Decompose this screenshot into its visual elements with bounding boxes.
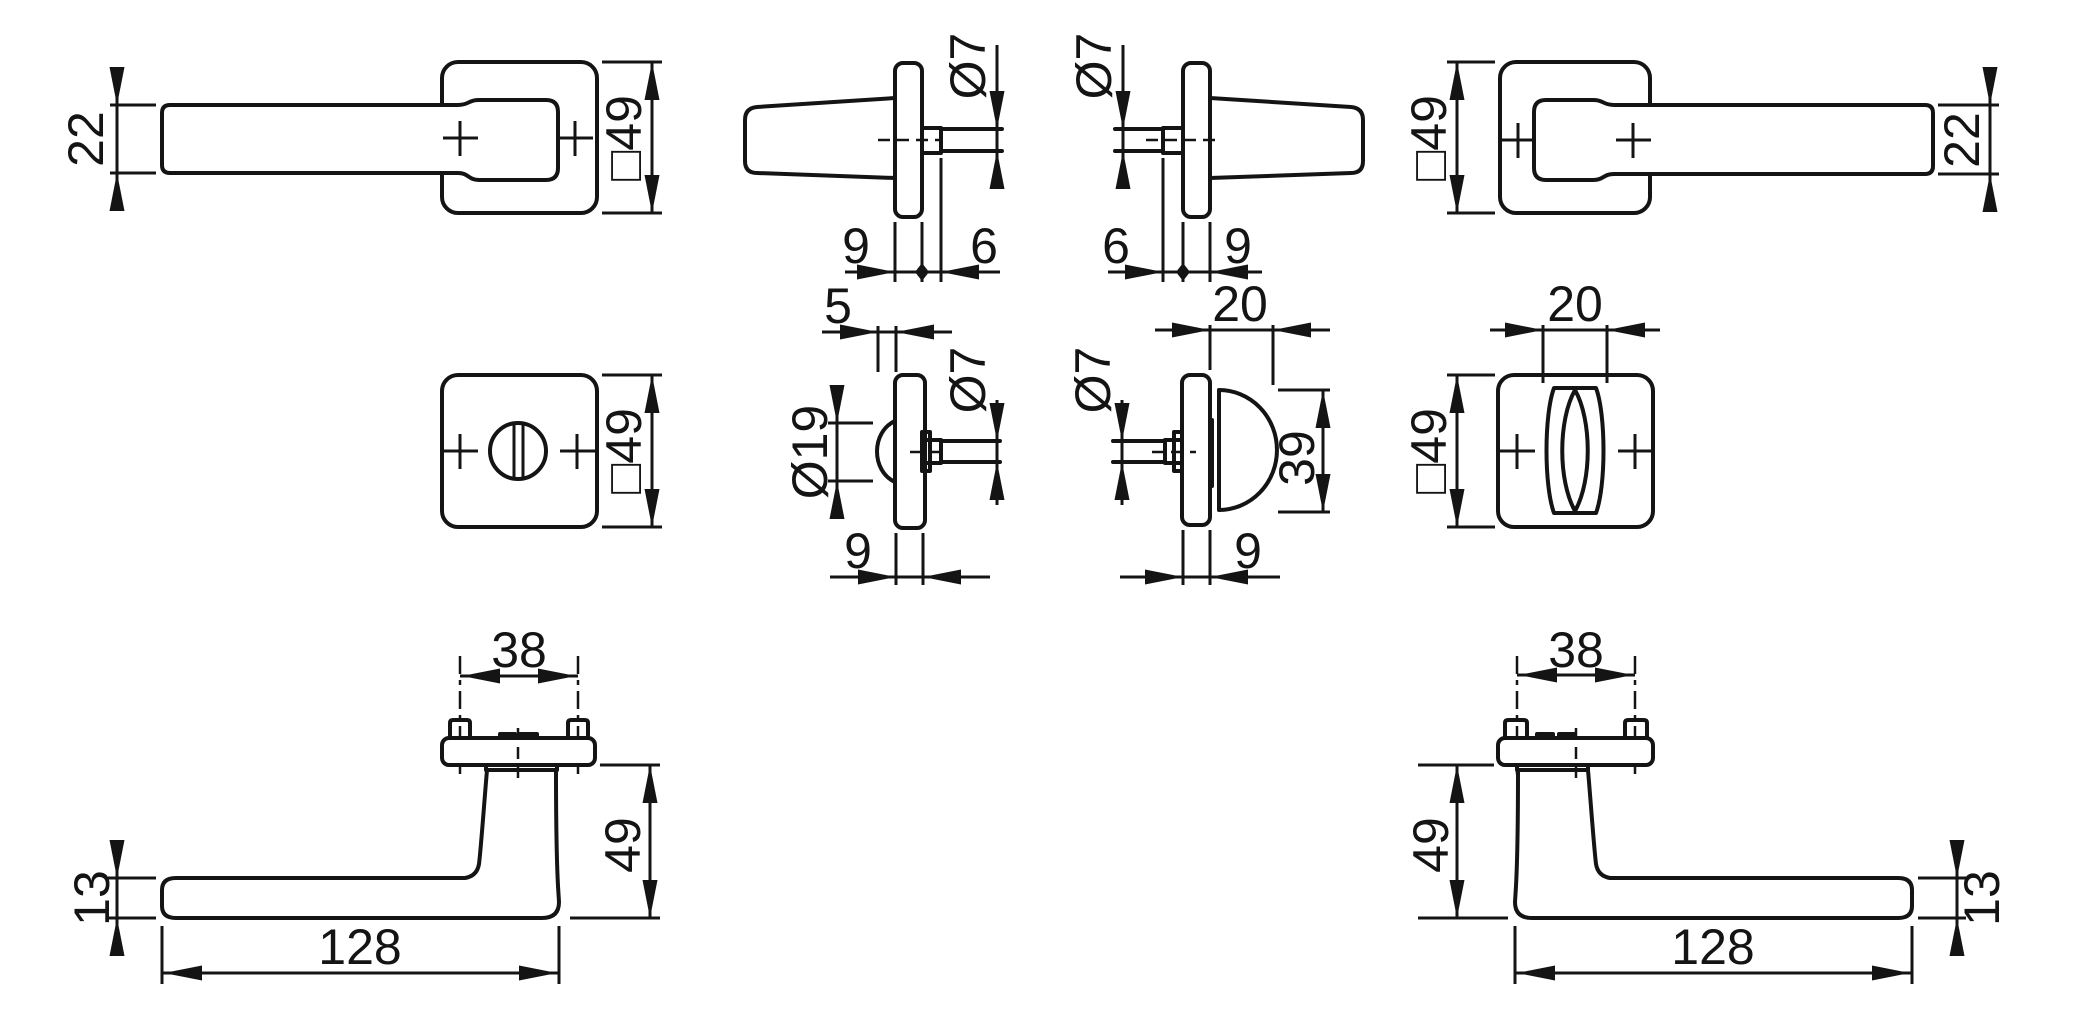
dimension-lever-height-left: 22 [58, 67, 156, 211]
dimension-rosette-size-mid-left: □49 [596, 373, 662, 529]
spindle-stub [920, 126, 943, 155]
dim-label-projection-right: 49 [1403, 817, 1459, 873]
shared-dim-tick [1176, 263, 1190, 281]
dimension-thickness-spindle-left: 9 6 [842, 158, 1000, 282]
dim-label-lever-height-left: 22 [58, 111, 114, 167]
screw-cross-marks [1500, 434, 1653, 469]
dim-label-thickness-mid-left: 9 [844, 523, 872, 579]
dimension-release-diameter: Ø19 [782, 385, 873, 519]
release-dome [875, 419, 897, 484]
dim-label-spindle-left: 6 [970, 218, 998, 274]
screw-lugs [448, 718, 590, 741]
dim-label-release-offset: 5 [824, 278, 852, 334]
dimension-knob-width: 20 [1490, 276, 1660, 383]
dimension-grip-thickness-right: 13 [1918, 840, 2010, 956]
dimension-rosette-size-mid-right: □49 [1401, 373, 1495, 529]
dim-label-release-diameter: Ø19 [782, 405, 838, 500]
screw-cross-marks [443, 434, 595, 469]
wc-rosette-side-plate [1180, 373, 1212, 527]
dim-label-knob-depth: 20 [1212, 276, 1268, 332]
dim-label-lever-height-right: 22 [1934, 112, 1990, 168]
lever-front-right [1532, 98, 1935, 182]
dimension-thickness-mid-left: 9 [830, 523, 990, 585]
shared-dim-tick [915, 263, 929, 281]
screw-pin [939, 127, 1004, 153]
screw-pin [939, 439, 1002, 464]
dim-label-knob-height: 39 [1269, 430, 1325, 486]
dimension-lever-height-right: 22 [1934, 67, 1999, 212]
dim-label-grip-thickness-left: 13 [64, 870, 120, 926]
dimension-thickness-mid-right: 9 [1120, 523, 1280, 585]
dimension-length-left: 128 [160, 919, 561, 984]
dimension-rosette-size-top-left: □49 [596, 60, 662, 215]
screw-cross-marks [1501, 123, 1651, 158]
dimension-projection-left: 49 [570, 763, 660, 920]
view-wc-rosette-outside: □49 [440, 373, 662, 529]
thumbturn-knob [1544, 386, 1606, 515]
view-top-right-handle: 38 49 13 128 [1403, 622, 2010, 984]
dimension-knob-height: 39 [1269, 388, 1331, 514]
dim-label-thickness-right: 9 [1224, 218, 1252, 274]
handle-top-view [1513, 763, 1914, 920]
dimension-pin-diameter-top-right: Ø7 [1066, 33, 1131, 189]
dim-label-thickness-left: 9 [842, 218, 870, 274]
view-front-left-handle: 22 □49 [58, 60, 662, 215]
emergency-release-disc [488, 421, 548, 481]
view-side-right-handle: Ø7 6 9 [1066, 33, 1365, 282]
dimension-pin-diameter-mid-left: Ø7 [940, 347, 1005, 505]
dim-label-rosette-size-mid-left: □49 [596, 408, 652, 494]
thumbturn-dome [1217, 388, 1279, 512]
wc-rosette-outside-plate [440, 373, 599, 529]
dim-label-thickness-mid-right: 9 [1234, 523, 1262, 579]
dimension-screw-distance-right: 38 [1517, 622, 1635, 683]
view-wc-side-outside: 5 Ø19 Ø7 9 [782, 278, 1005, 585]
lever-front-left [160, 98, 560, 182]
dimension-release-offset: 5 [822, 278, 952, 372]
grip-side-left [743, 96, 897, 180]
dim-label-rosette-size-top-left: □49 [596, 95, 652, 181]
dim-label-pin-top-left: Ø7 [940, 33, 996, 100]
dim-label-length-left: 128 [318, 919, 401, 975]
thumbturn-wing [1560, 388, 1590, 513]
dim-label-grip-thickness-right: 13 [1954, 870, 2010, 926]
dimension-rosette-size-top-right: □49 [1401, 60, 1495, 215]
dim-label-rosette-size-top-right: □49 [1401, 95, 1457, 181]
dimension-length-right: 128 [1513, 919, 1914, 984]
dimension-pin-diameter-top-left: Ø7 [940, 33, 1005, 189]
dim-label-projection-left: 49 [595, 817, 651, 873]
dimension-pin-diameter-mid-right: Ø7 [1065, 347, 1130, 505]
dimension-spindle-thickness-right: 6 9 [1102, 158, 1262, 282]
grip-side-right [1208, 96, 1365, 180]
dim-label-screw-distance-right: 38 [1548, 622, 1604, 678]
view-front-right-handle: □49 22 [1401, 60, 1999, 215]
dimension-projection-right: 49 [1403, 763, 1508, 920]
dim-label-spindle-right: 6 [1102, 218, 1130, 274]
dim-label-pin-top-right: Ø7 [1066, 33, 1122, 100]
handle-top-view [160, 763, 561, 920]
release-slot [512, 425, 525, 478]
view-side-left-handle: Ø7 9 6 [743, 33, 1005, 282]
dim-label-screw-distance-left: 38 [491, 622, 547, 678]
view-top-left-handle: 38 49 13 128 [64, 622, 660, 984]
dim-label-knob-width: 20 [1547, 276, 1603, 332]
screw-cross-marks [443, 121, 593, 156]
view-wc-rosette-inside: 20 □49 [1401, 276, 1660, 529]
dim-label-pin-mid-left: Ø7 [940, 347, 996, 414]
dim-label-length-right: 128 [1671, 919, 1754, 975]
dim-label-rosette-size-mid-right: □49 [1401, 408, 1457, 494]
screw-lugs [1503, 718, 1649, 741]
view-wc-side-inside: 20 Ø7 39 9 [1065, 276, 1331, 585]
dimension-screw-distance-left: 38 [460, 622, 578, 684]
dim-label-pin-mid-right: Ø7 [1065, 347, 1121, 414]
dimension-grip-thickness-left: 13 [64, 840, 156, 956]
dimension-knob-depth: 20 [1155, 276, 1330, 385]
